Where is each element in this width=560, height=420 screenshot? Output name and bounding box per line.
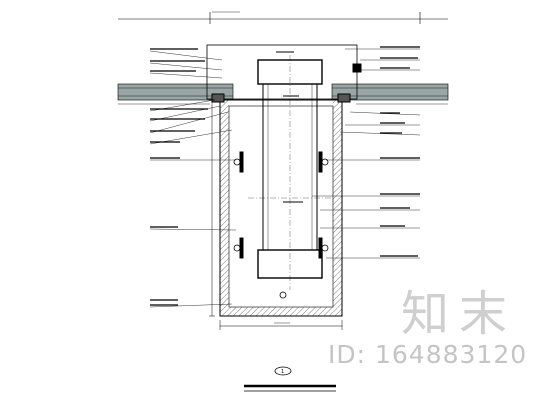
left-dimension (209, 99, 215, 317)
annotation-text-left (150, 48, 208, 306)
steel-column (248, 55, 332, 290)
glass-panel-right (331, 83, 449, 105)
watermark-id: ID: 164883120 (328, 340, 528, 369)
fasteners (211, 63, 362, 299)
top-dimension (118, 11, 448, 24)
annotation-text-inner (276, 51, 303, 203)
section-marker-number: 1 (281, 369, 284, 375)
watermark-logo: 知末 (400, 286, 517, 342)
cladding-hatch (220, 100, 342, 316)
drawing-title (244, 384, 336, 392)
annotation-text-right (380, 46, 420, 257)
leaders-right (312, 48, 421, 259)
glass-panel-left (117, 83, 234, 105)
bottom-dimension (219, 320, 343, 330)
section-marker: 1 (274, 366, 292, 376)
